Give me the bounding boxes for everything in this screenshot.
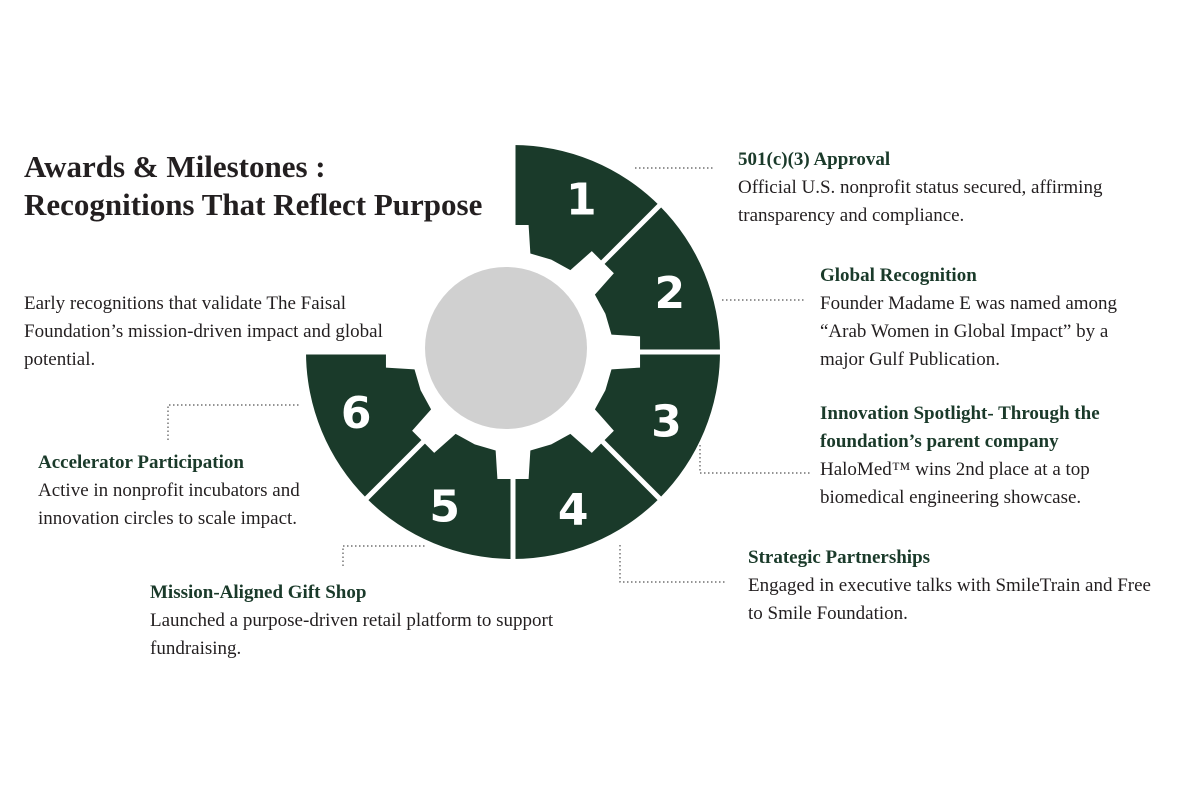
center-circle [425, 267, 587, 429]
milestone-text: Launched a purpose-driven retail platfor… [150, 610, 554, 659]
milestone-2: Global Recognition Founder Madame E was … [820, 262, 1180, 374]
segment-1 [513, 145, 660, 285]
segment-6 [306, 352, 446, 499]
milestone-text: Active in nonprofit incubators and innov… [38, 480, 300, 529]
milestone-6: Accelerator Participation Active in nonp… [38, 449, 308, 533]
segment-2 [580, 205, 720, 352]
milestone-text: Founder Madame E was named among “Arab W… [820, 293, 1118, 370]
milestone-text: HaloMed™ wins 2nd place at a top biomedi… [820, 459, 1090, 508]
milestone-text: Engaged in executive talks with SmileTra… [748, 575, 1151, 624]
segment-number-1: 1 [566, 175, 597, 226]
milestone-title: Global Recognition [820, 265, 977, 286]
milestone-title: Innovation Spotlight- Through the founda… [820, 403, 1100, 452]
milestone-title: Mission-Aligned Gift Shop [150, 582, 367, 603]
milestone-text: Official U.S. nonprofit status secured, … [738, 177, 1103, 226]
segment-divider [362, 406, 459, 503]
page-title: Awards & Milestones : Recognitions That … [24, 149, 483, 222]
segment-number-2: 2 [655, 268, 686, 319]
leader-line-5 [342, 545, 425, 566]
segment-number-6: 6 [341, 388, 372, 439]
segment-4 [513, 419, 660, 559]
milestone-4: Strategic Partnerships Engaged in execut… [748, 544, 1168, 628]
segment-5 [366, 419, 513, 559]
milestone-1: 501(c)(3) Approval Official U.S. nonprof… [738, 146, 1138, 230]
milestone-title: 501(c)(3) Approval [738, 149, 891, 170]
milestone-title: Accelerator Participation [38, 452, 244, 473]
milestone-title: Strategic Partnerships [748, 547, 931, 568]
intro-text: Early recognitions that validate The Fai… [24, 293, 383, 370]
segment-number-4: 4 [558, 485, 589, 536]
leader-line-4 [619, 545, 725, 583]
leader-line-6 [167, 404, 300, 440]
milestone-5: Mission-Aligned Gift Shop Launched a pur… [150, 579, 560, 663]
segment-number-5: 5 [429, 481, 460, 532]
milestone-3: Innovation Spotlight- Through the founda… [820, 400, 1190, 512]
segment-divider [567, 201, 664, 298]
segment-divider [567, 406, 664, 503]
leader-line-3 [699, 445, 810, 474]
segment-number-3: 3 [651, 396, 682, 447]
segment-3 [580, 352, 720, 499]
